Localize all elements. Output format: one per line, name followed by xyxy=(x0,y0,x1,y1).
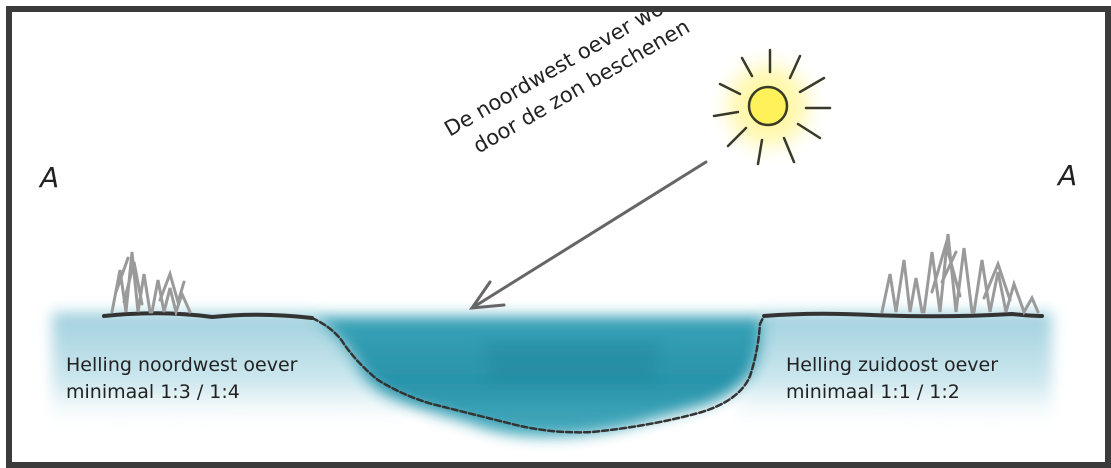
ground-profile xyxy=(102,311,1044,434)
section-marker-left: A xyxy=(40,161,60,194)
diagram-frame: A A De noordwest oever wordt door de zon… xyxy=(6,6,1111,468)
cross-section-illustration xyxy=(52,44,1052,437)
southeast-bank-label: Helling zuidoost oever minimaal 1:1 / 1:… xyxy=(786,352,998,406)
arrow-icon xyxy=(468,160,708,310)
pond-reflection xyxy=(482,342,662,382)
northwest-bank-label-line-2: minimaal 1:3 / 1:4 xyxy=(66,381,240,403)
section-marker-right: A xyxy=(1058,159,1078,192)
northwest-bank-label-line-1: Helling noordwest oever xyxy=(66,354,298,376)
southeast-bank-label-line-1: Helling zuidoost oever xyxy=(786,354,999,376)
southeast-bank-label-line-2: minimaal 1:1 / 1:2 xyxy=(786,381,960,403)
shrub-icon xyxy=(880,233,1040,316)
shrub-icon xyxy=(110,251,192,318)
northwest-bank-label: Helling noordwest oever minimaal 1:3 / 1… xyxy=(66,352,297,406)
bank-water-wash xyxy=(52,312,1052,432)
sun-icon xyxy=(706,44,832,168)
